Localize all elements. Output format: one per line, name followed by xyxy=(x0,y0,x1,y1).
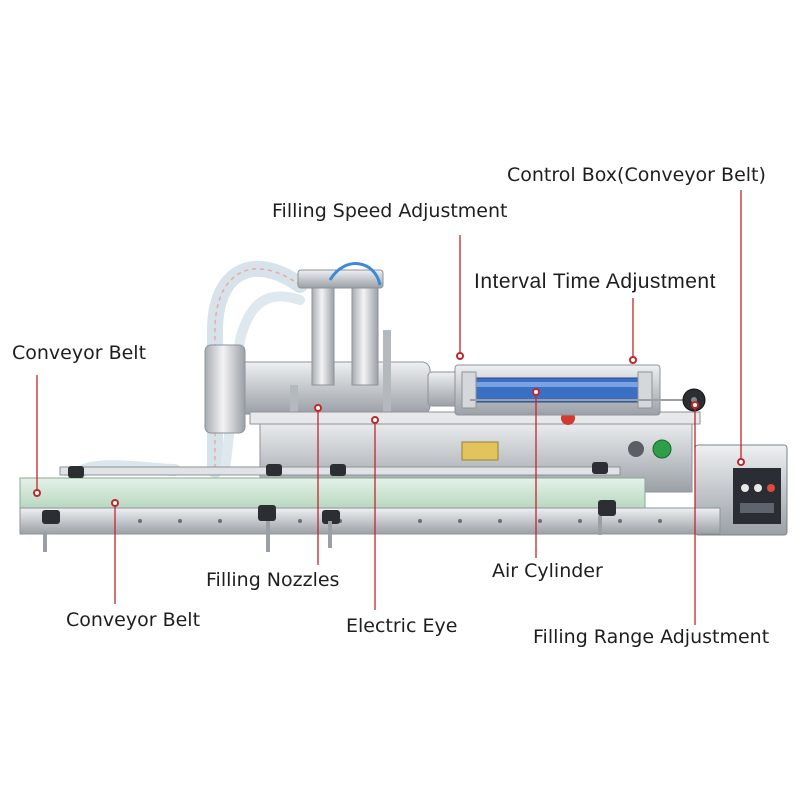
air-cylinder-assembly xyxy=(454,364,706,416)
label-conveyor-belt-top: Conveyor Belt xyxy=(12,342,147,364)
air-tube xyxy=(328,262,382,286)
warning-label xyxy=(461,441,499,461)
marker-conveyor-bottom xyxy=(111,499,119,507)
blue-cylinder-highlight xyxy=(472,382,642,387)
marker-filling-nozzles xyxy=(314,404,322,412)
conveyor-legs xyxy=(43,516,602,552)
selector-knob xyxy=(628,441,644,457)
label-electric-eye: Electric Eye xyxy=(346,615,458,637)
marker-air-cylinder xyxy=(532,388,540,396)
marker-conveyor-top xyxy=(33,489,41,497)
marker-control-box xyxy=(737,458,745,466)
leader-lines xyxy=(36,190,742,625)
marker-electric-eye xyxy=(371,416,379,424)
control-button-3 xyxy=(767,484,775,492)
nozzle-rod-left xyxy=(290,385,298,430)
label-conveyor-belt-bottom: Conveyor Belt xyxy=(66,609,201,631)
label-filling-nozzles: Filling Nozzles xyxy=(206,569,340,591)
marker-filling-speed xyxy=(456,352,464,360)
vertical-cylinder-left xyxy=(311,274,335,386)
label-air-cylinder: Air Cylinder xyxy=(492,560,603,582)
conveyor-belt xyxy=(19,477,646,509)
label-filling-range: Filling Range Adjustment xyxy=(533,626,770,648)
cylinder-cap xyxy=(297,269,384,289)
control-button-1 xyxy=(741,484,749,492)
conveyor-clamps xyxy=(42,462,616,524)
leader-markers xyxy=(33,352,745,507)
vertical-cylinder-right xyxy=(351,274,379,386)
cylinder-end-left xyxy=(461,371,477,409)
cylinder-end-right xyxy=(637,371,653,409)
control-panel xyxy=(733,468,781,524)
hose-right xyxy=(220,291,305,475)
label-interval-time: Interval Time Adjustment xyxy=(474,270,716,293)
conveyor xyxy=(19,462,721,552)
label-control-box: Control Box(Conveyor Belt) xyxy=(507,164,766,186)
pump-valve-block xyxy=(204,344,246,434)
nozzle-rod-right xyxy=(383,330,391,430)
hose-left-highlight xyxy=(214,268,301,471)
control-button-2 xyxy=(754,484,762,492)
blue-cylinder xyxy=(471,377,643,403)
label-filling-speed: Filling Speed Adjustment xyxy=(272,200,508,222)
control-display xyxy=(740,503,774,513)
green-button xyxy=(652,439,672,459)
marker-filling-range xyxy=(691,401,699,409)
marker-interval-time xyxy=(629,356,637,364)
pump-assembly xyxy=(204,262,465,434)
